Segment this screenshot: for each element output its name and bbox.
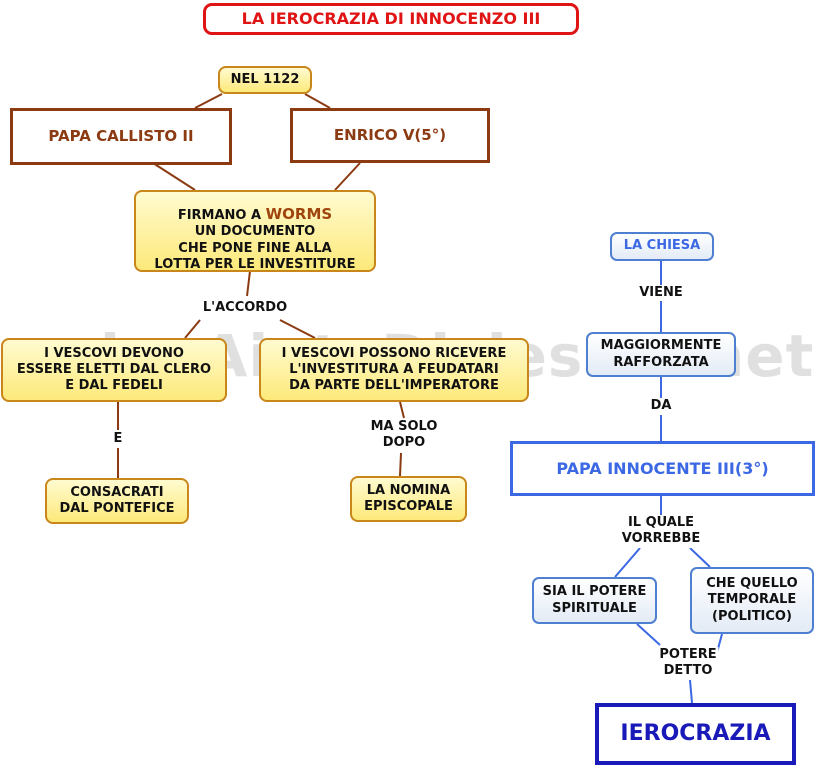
spiritual-power-node: SIA IL POTERE SPIRITUALE — [532, 577, 657, 624]
temporal-power-node: CHE QUELLO TEMPORALE (POLITICO) — [690, 567, 814, 634]
consecrated-node: CONSACRATI DAL PONTEFICE — [45, 478, 189, 524]
bishops-elected-node: I VESCOVI DEVONO ESSERE ELETTI DAL CLERO… — [1, 338, 227, 402]
diagram-title: LA IEROCRAZIA DI INNOCENZO III — [203, 3, 579, 35]
called-label: POTERE DETTO — [657, 647, 719, 680]
wants-label: IL QUALE VORREBBE — [619, 515, 703, 548]
is-label: VIENE — [637, 285, 685, 302]
worms-line1: FIRMANO A WORMS — [178, 189, 332, 225]
bishops-investiture-node: I VESCOVI POSSONO RICEVERE L'INVESTITURA… — [259, 338, 529, 402]
only-after-label: MA SOLO DOPO — [368, 419, 440, 452]
worms-document-node: FIRMANO A WORMS UN DOCUMENTO CHE PONE FI… — [134, 190, 376, 272]
worms-rest: UN DOCUMENTO CHE PONE FINE ALLA LOTTA PE… — [154, 224, 356, 272]
worms-prefix: FIRMANO A — [177, 208, 266, 224]
pope-innocent-node: PAPA INNOCENTE III(3°) — [510, 441, 815, 496]
by-label: DA — [648, 398, 674, 415]
worms-accent: WORMS — [265, 205, 333, 224]
pope-callisto-node: PAPA CALLISTO II — [10, 108, 232, 165]
emperor-enrico-node: ENRICO V(5°) — [290, 108, 490, 163]
nomination-node: LA NOMINA EPISCOPALE — [350, 476, 467, 522]
church-node: LA CHIESA — [610, 232, 714, 261]
hierocracy-node: IEROCRAZIA — [595, 703, 796, 765]
strengthened-node: MAGGIORMENTE RAFFORZATA — [586, 332, 736, 377]
agreement-label: L'ACCORDO — [200, 300, 290, 317]
year-node: NEL 1122 — [218, 66, 312, 94]
and-label: E — [111, 431, 125, 448]
